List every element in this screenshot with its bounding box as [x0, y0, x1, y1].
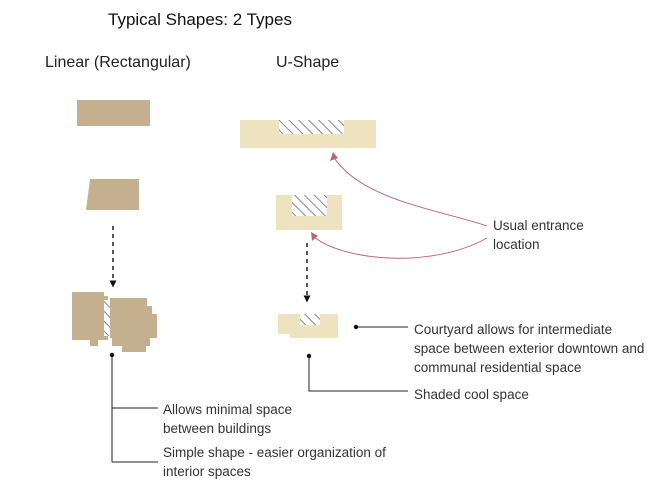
linear-block-1 — [77, 100, 150, 126]
minimal-space-note: Allows minimal space between buildings — [163, 402, 293, 436]
ushape-block-2 — [276, 195, 342, 230]
linear-cluster — [72, 292, 157, 358]
simple-shape-note: Simple shape - easier organization of in… — [163, 445, 386, 479]
ushape-column-heading: U-Shape — [276, 54, 340, 71]
linear-block-2 — [86, 179, 139, 210]
entrance-curve-lower — [312, 235, 488, 259]
shaded-leader — [308, 358, 408, 392]
courtyard-note: Courtyard allows for intermediate space … — [414, 322, 645, 375]
shaded-note: Shaded cool space — [414, 387, 529, 402]
entrance-note: Usual entrance location — [493, 218, 584, 252]
ushape-block-1 — [240, 120, 376, 148]
page-title: Typical Shapes: 2 Types — [108, 10, 292, 29]
ushape-block-3 — [278, 314, 338, 338]
entrance-curve-upper — [332, 155, 488, 227]
linear-column-heading: Linear (Rectangular) — [45, 54, 191, 71]
